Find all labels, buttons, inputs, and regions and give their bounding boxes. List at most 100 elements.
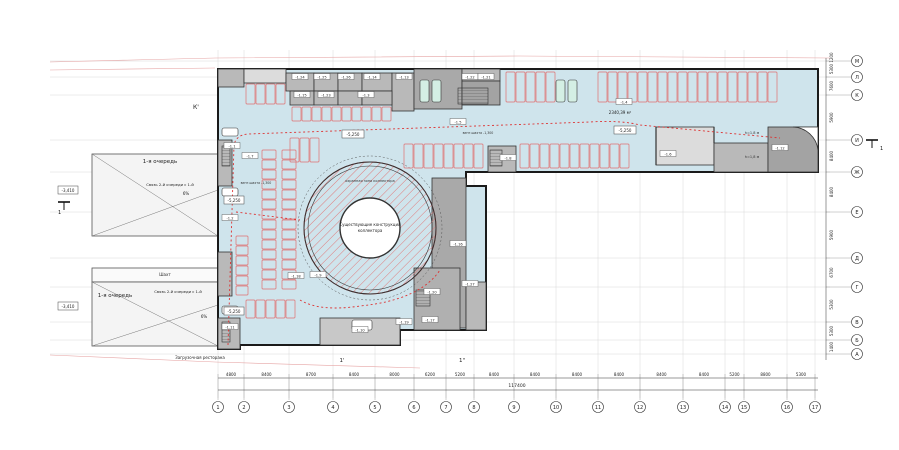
room-tag-box	[421, 316, 439, 323]
axis-letter-dim: 1400	[829, 341, 834, 352]
axis-number-label: 6	[412, 405, 415, 411]
room-tag: -1.8	[504, 156, 512, 160]
axis-number-bubble	[238, 401, 250, 413]
room-tag: -1.24	[295, 75, 305, 79]
axis-number-dim: 8700	[306, 372, 317, 377]
unloading-label: Загрузочная ресторана	[175, 355, 225, 360]
axis-number-dim: 5300	[796, 372, 807, 377]
room-tag-box	[461, 280, 479, 287]
axis-letter-dim: 5300	[829, 299, 834, 310]
ramp-curve	[792, 126, 819, 151]
section-cut-right-label: 1	[880, 146, 883, 152]
axis-number-dim: 8400	[656, 372, 667, 377]
axis-number-dim: 8400	[349, 372, 360, 377]
axis-number-label: 11	[595, 405, 601, 411]
room-tag: -1.4	[620, 100, 628, 104]
axis-number-bubble	[677, 401, 689, 413]
axis-number-label: 15	[741, 405, 747, 411]
axis-number-bubble	[508, 401, 520, 413]
room-tag-box	[357, 91, 375, 98]
room-tag: -1.20	[427, 290, 437, 294]
room-tag: -1.23	[321, 93, 330, 97]
room-tag: -1.3	[362, 93, 369, 97]
axis-number-bubble	[440, 401, 452, 413]
axis-number-label: 9	[512, 405, 515, 411]
axis-number-dim: 8400	[530, 372, 541, 377]
room-tag: -1.12	[775, 146, 784, 150]
axis-number-label: 5	[373, 405, 376, 411]
axis-number-dim: 5200	[729, 372, 740, 377]
room-tag-box	[449, 118, 467, 125]
axis-letter-label: Е	[855, 210, 858, 216]
axis-letter-bubble	[851, 55, 863, 67]
axis-letter-dim: 5300	[829, 325, 834, 336]
room-tag-box	[287, 272, 305, 279]
axis-letter-bubble	[851, 134, 863, 146]
room-tag-box	[223, 142, 241, 149]
axis-letter-label: Л	[855, 75, 859, 81]
axis-letter-bubble	[851, 252, 863, 264]
axis-number-bubble	[634, 401, 646, 413]
axis-letter-bubble	[851, 89, 863, 101]
overall-dim: 117400	[508, 383, 525, 389]
axis-letter-dim: 5300	[829, 63, 834, 74]
room-tag: -1.9	[314, 273, 322, 277]
ramp-upper	[91, 153, 219, 237]
room-tag: -1.27	[465, 282, 474, 286]
height-label-2: h=1,8 м	[745, 155, 760, 159]
axis-letter-dim: 1200	[829, 52, 834, 63]
axis-number-label: 17	[812, 405, 818, 411]
axis-number-dim: 5200	[455, 372, 466, 377]
axis-number-label: 4	[331, 405, 334, 411]
rotunda-inner-label-2: коллектора	[358, 228, 383, 233]
axis-number-dim: 8000	[389, 372, 400, 377]
room-tag: -1.15	[297, 93, 306, 97]
axis-number-dim: 4800	[226, 372, 237, 377]
room-tag-box	[363, 73, 381, 80]
traffic-route	[227, 120, 781, 346]
rotunda-outer-label: охранная зона коллектора	[345, 179, 395, 183]
room-tag-box	[499, 154, 517, 161]
room-tag-box	[313, 73, 331, 80]
axis-number-label: 1	[216, 405, 219, 411]
axis-letter-dim: 5900	[829, 229, 834, 240]
room-tag: -1.26	[341, 75, 351, 79]
height-label-1: h=1,8 м	[745, 131, 760, 135]
room-tag: -1.18	[291, 274, 301, 278]
room-tag-box	[221, 214, 239, 221]
axis-letter-label: В	[855, 320, 859, 326]
room-tag-box	[615, 98, 633, 105]
axis-number-dim: 6200	[425, 372, 436, 377]
axis-number-label: 8	[472, 405, 475, 411]
level-top: -5,250	[347, 132, 360, 137]
room-tag-box	[659, 150, 677, 157]
ramp-lower-title: 1-я очередь	[98, 293, 132, 299]
axis-letter-dim: 7600	[829, 80, 834, 91]
room-tag-box	[477, 73, 495, 80]
section-cut-left-label: 1	[58, 210, 61, 216]
ramp-lower	[91, 281, 219, 347]
axis-letter-dim: 6700	[829, 267, 834, 278]
room-tag-box	[317, 91, 335, 98]
axis-number-bubble	[550, 401, 562, 413]
parking-stalls	[235, 71, 778, 319]
section-cut-right	[866, 139, 878, 148]
axis-number-dim: 8400	[489, 372, 500, 377]
level-right: -5,250	[619, 128, 632, 133]
axis-1-prime: 1'	[339, 358, 344, 364]
axis-number-bubble	[327, 401, 339, 413]
section-cut-left	[58, 201, 70, 210]
axis-number-bubble	[369, 401, 381, 413]
axis-letter-dim: 8400	[829, 186, 834, 197]
axis-letter-bubble	[851, 206, 863, 218]
room-tag-box	[771, 144, 789, 151]
ramp-upper-link: Связь 2-й очереди с 1-й	[146, 182, 194, 187]
axis-number-dim: 8800	[760, 372, 771, 377]
axis-letter-dim: 5900	[829, 112, 834, 123]
room-tag: -1.16	[453, 242, 463, 246]
room-tag: -1.17	[425, 318, 434, 322]
room-tag-box	[337, 73, 355, 80]
axis-letter-label: И	[855, 138, 859, 144]
